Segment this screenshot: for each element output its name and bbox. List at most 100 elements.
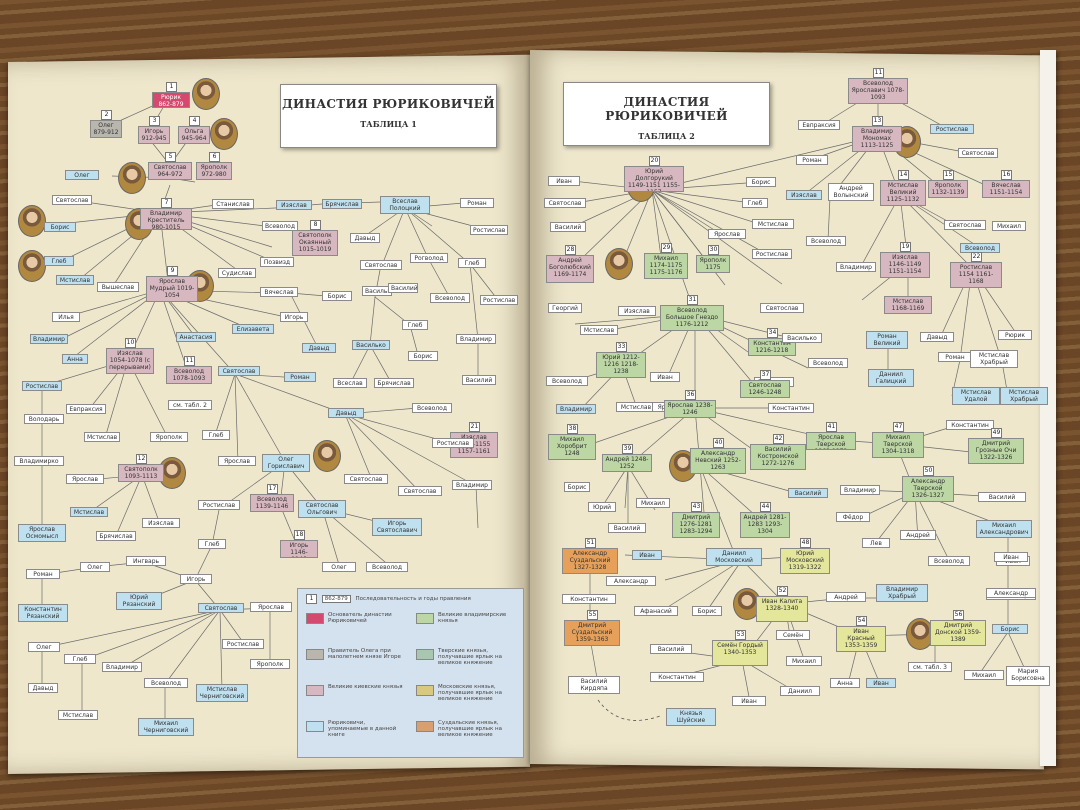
title-right: ДИНАСТИЯ РЮРИКОВИЧЕЙ <box>605 95 728 123</box>
node-r-svyatoslav2: Святослав <box>544 198 586 208</box>
node-sm-tabl2: см. табл. 2 <box>168 400 212 410</box>
order-number: 6 <box>209 152 220 162</box>
node-r-mikhail: Михаил <box>992 221 1026 231</box>
node-r-andrey5: Андрей <box>826 592 866 602</box>
order-number: 5 <box>165 152 176 162</box>
node-vsevolod-o: Всеволод 1139-1146 <box>250 494 294 512</box>
node-vyacheslav: Вячеслав <box>260 287 298 297</box>
node-r-anna: Анна <box>830 678 860 688</box>
node-r-ivan-k: Иван Калита 1328-1340 <box>756 596 808 622</box>
node-r-vladimir4: Владимир <box>840 485 880 495</box>
node-oleg-i: Олег <box>80 562 110 572</box>
node-vasiliy-a: Василий <box>388 283 418 293</box>
order-number: 53 <box>735 630 746 640</box>
order-number: 22 <box>971 252 982 262</box>
order-number: 49 <box>991 428 1002 438</box>
node-r-vsevolod4: Всеволод <box>808 358 848 368</box>
node-volodar: Володарь <box>24 414 64 424</box>
node-vsevolod-b: Всеволод 1078-1093 <box>166 366 212 384</box>
node-r-rostislav: Ростислав <box>930 124 974 134</box>
node-svyatoslav-c: Святослав <box>218 366 260 376</box>
node-svyatoslav-d: Святослав <box>344 474 388 484</box>
node-yaroslav-b: Ярослав <box>218 456 256 466</box>
node-r-vladimir-m: Владимир Мономах 1113-1125 <box>852 126 902 152</box>
legend-label: Основатель династии Рюриковичей <box>328 612 392 624</box>
node-r-izyaslav3: Изяслав <box>618 306 656 316</box>
node-r-vasiliy5: Василий <box>650 644 692 654</box>
node-rostislav-b: Ростислав <box>480 295 518 305</box>
legend-label: Великие киевские князья <box>328 684 403 690</box>
subtitle-right: ТАБЛИЦА 2 <box>638 131 695 141</box>
node-r-vasiliy2: Василий <box>608 523 646 533</box>
order-number: 47 <box>893 422 904 432</box>
node-gleb-l: Глеб <box>44 256 74 266</box>
node-r-svyatoslav3: Святослав <box>944 220 986 230</box>
node-yaroslav-osm: Ярослав Осмомысл <box>18 524 66 542</box>
node-igor-o: Игорь 1146-1146 <box>280 540 318 558</box>
node-vsevolod-e: Всеволод <box>144 678 188 688</box>
node-r-daniil-g: Даниил Галицкий <box>868 369 914 387</box>
node-r-mstislav3: Мстислав <box>580 325 618 335</box>
node-boris-l: Борис <box>44 222 76 232</box>
node-svyatoslav-b: Святослав <box>360 260 402 270</box>
node-vasiliy-b: Василий <box>462 375 496 385</box>
node-yaroslav-m: Ярослав Мудрый 1019-1054 <box>146 276 198 302</box>
node-r-aleksandr4: Александр <box>986 588 1036 598</box>
order-number: 34 <box>767 328 778 338</box>
node-r-mariya: Мария Борисовна <box>1006 666 1050 686</box>
node-david-a: Давыд <box>350 233 380 243</box>
node-mstislav-d: Мстислав <box>58 710 98 720</box>
node-r-semen-g: Семён Гордый 1340-1353 <box>712 640 768 666</box>
node-bryachislav-c: Брячислав <box>96 531 136 541</box>
order-number: 8 <box>310 220 321 230</box>
node-r-roman2: Роман <box>938 352 972 362</box>
order-number: 11 <box>873 68 884 78</box>
order-number: 19 <box>900 242 911 252</box>
node-mikhail-ch: Михаил Черниговский <box>138 718 194 736</box>
node-konstantin-r: Константин Рязанский <box>18 604 68 622</box>
node-svyatoslav-f: Святослав <box>198 603 244 613</box>
node-r-vsevolod2: Всеволод <box>806 236 846 246</box>
node-r-yaroslav2: Ярослав 1238-1246 <box>664 400 716 418</box>
legend-num: 1 <box>306 594 317 604</box>
node-oleg-j: Олег <box>28 642 60 652</box>
node-r-aleksandr2: Александр <box>606 576 656 586</box>
node-yaropolk1: Ярополк 972-980 <box>196 162 232 180</box>
node-svyatopolk2: Святополк 1093-1113 <box>118 464 164 482</box>
portrait-boris <box>18 205 46 237</box>
legend-label: Рюриковичи, упоминаемые в данной книге <box>328 720 397 738</box>
legend-swatch <box>416 649 434 660</box>
order-number: 40 <box>713 438 724 448</box>
node-svyatoslav-e: Святослав <box>398 486 442 496</box>
node-bryachislav-a: Брячислав <box>322 199 362 209</box>
node-vsevolod-a: Всеволод <box>262 221 298 231</box>
order-number: 2 <box>101 110 112 120</box>
node-olga: Ольга 945-964 <box>178 126 210 144</box>
node-gleb-b: Глеб <box>458 258 486 268</box>
node-elizaveta: Елизавета <box>232 324 274 334</box>
node-r-konstantin2: Константин <box>768 403 814 413</box>
node-r-roman-v: Роман Великий <box>866 331 908 349</box>
node-r-dmitriy-s: Дмитрий Суздальский 1359-1363 <box>564 620 620 646</box>
legend-box: 1 862-879 Последовательность и годы прав… <box>297 588 524 758</box>
legend-label: Суздальские князья, получавшие ярлык на … <box>438 720 503 738</box>
order-number: 52 <box>777 586 788 596</box>
node-yaropolk-b: Ярополк <box>150 432 188 442</box>
node-yaropolk-c: Ярополк <box>250 659 290 669</box>
node-r-vasiliy-k: Василий Костромской 1272-1276 <box>750 444 806 470</box>
node-r-sm-tabl3: см. табл. 3 <box>908 662 952 672</box>
node-vsevolod-d: Всеволод <box>366 562 408 572</box>
node-izyaslav-a: Изяслав <box>276 200 312 210</box>
order-number: 39 <box>622 444 633 454</box>
node-vladimir1: Владимир Креститель 980-1015 <box>140 208 192 230</box>
node-r-ivan3: Иван <box>632 550 662 560</box>
node-gleb-f: Глеб <box>64 654 96 664</box>
node-r-aleksandr-n: Александр Невский 1252-1263 <box>690 448 746 474</box>
node-r-vasiliy-k2: Василий Кирдяпа <box>568 676 620 694</box>
legend-swatch <box>416 721 434 732</box>
node-rostislav-d: Ростислав <box>198 500 240 510</box>
node-r-daniil-m: Даниил Московский <box>706 548 762 566</box>
order-number: 56 <box>953 610 964 620</box>
node-r-mikhail-t: Михаил Тверской 1304-1318 <box>872 432 924 458</box>
node-r-vsevolod6: Всеволод <box>928 556 970 566</box>
